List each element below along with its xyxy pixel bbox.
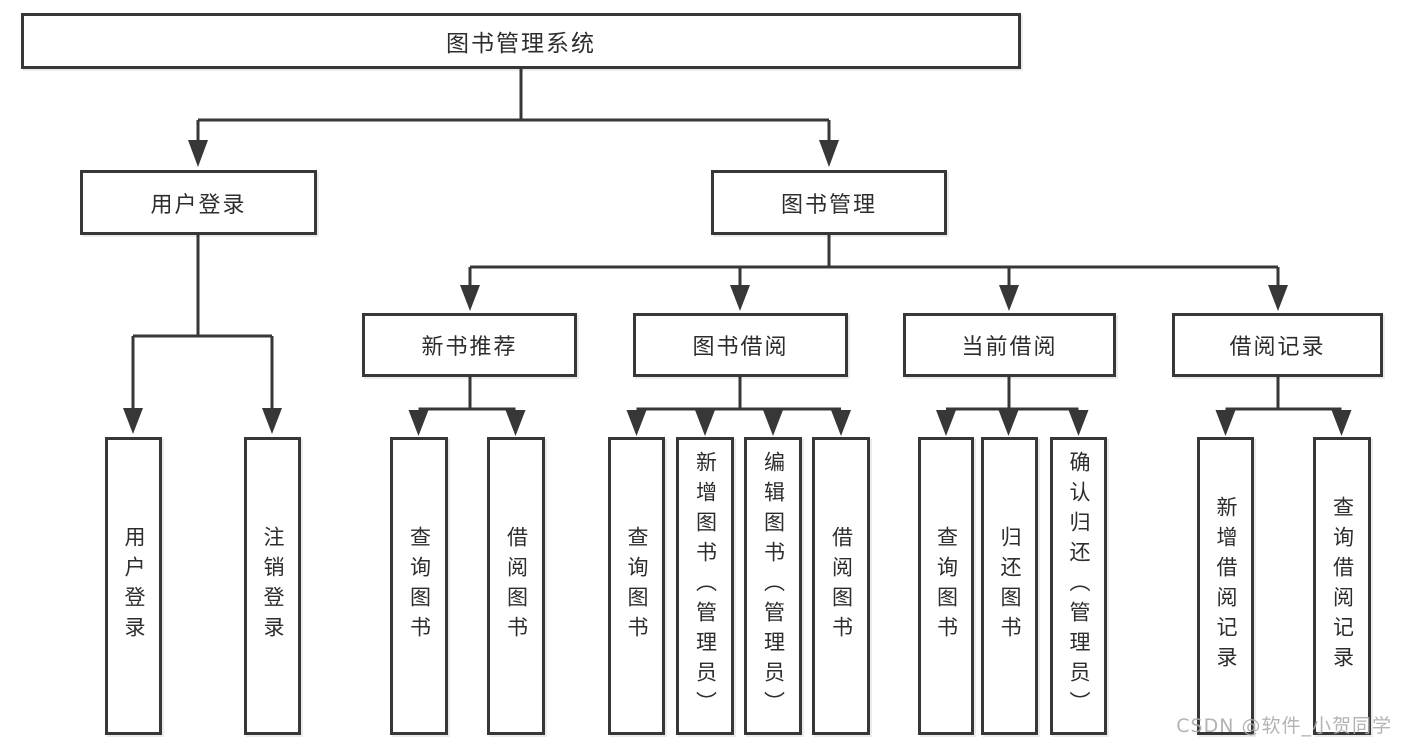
leaf-label: 查询图书 (934, 526, 959, 646)
leaf-label: 查询图书 (625, 526, 649, 646)
leaf-label: 归还图书 (998, 526, 1022, 646)
leaf-query-borrow-record: 查询借阅记录 (1313, 437, 1371, 735)
leaf-query-books-recommend: 查询图书 (390, 437, 448, 735)
leaf-label: 注销登录 (261, 526, 285, 646)
leaf-query-books-current: 查询图书 (918, 437, 974, 735)
leaf-label: 用户登录 (122, 526, 146, 646)
node-new-book-recommendation: 新书推荐 (362, 313, 577, 377)
node-label: 借阅记录 (1229, 335, 1326, 360)
node-book-management-branch: 图书管理 (711, 170, 947, 235)
leaf-label: 借阅图书 (504, 526, 529, 646)
leaf-label: 编辑图书（管理员） (761, 451, 786, 721)
leaf-logout: 注销登录 (244, 437, 301, 735)
leaf-borrow-books: 借阅图书 (812, 437, 870, 735)
node-label: 图书管理 (780, 192, 877, 218)
leaf-label: 新增借阅记录 (1214, 496, 1238, 676)
leaf-add-borrow-record: 新增借阅记录 (1197, 437, 1254, 735)
node-label: 新书推荐 (421, 335, 518, 360)
leaf-user-login: 用户登录 (105, 437, 162, 735)
node-label: 当前借阅 (961, 335, 1058, 360)
node-borrowing-records: 借阅记录 (1172, 313, 1383, 377)
node-current-borrowing: 当前借阅 (903, 313, 1116, 377)
leaf-label: 查询借阅记录 (1330, 496, 1355, 676)
leaf-query-books-borrow: 查询图书 (608, 437, 665, 735)
leaf-add-books-admin: 新增图书（管理员） (676, 437, 734, 735)
leaf-label: 确认归还（管理员） (1067, 451, 1091, 721)
leaf-edit-books-admin: 编辑图书（管理员） (744, 437, 802, 735)
node-user-login-branch: 用户登录 (80, 170, 317, 235)
node-library-management-system: 图书管理系统 (21, 13, 1021, 69)
leaf-return-books: 归还图书 (981, 437, 1038, 735)
leaf-label: 查询图书 (407, 526, 432, 646)
leaf-confirm-return-admin: 确认归还（管理员） (1050, 437, 1107, 735)
node-label: 用户登录 (150, 192, 247, 218)
leaf-label: 借阅图书 (829, 526, 854, 646)
node-book-borrowing: 图书借阅 (633, 313, 848, 377)
leaf-label: 新增图书（管理员） (693, 451, 718, 721)
node-label: 图书管理系统 (446, 31, 596, 57)
arrowheads (123, 140, 1352, 436)
node-label: 图书借阅 (692, 335, 789, 360)
leaf-borrow-books-recommend: 借阅图书 (487, 437, 545, 735)
